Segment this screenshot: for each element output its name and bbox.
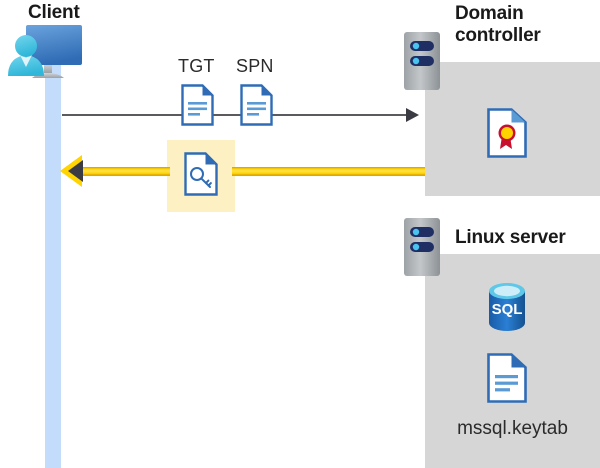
request-arrow-line — [62, 114, 414, 116]
certificate-icon — [487, 108, 527, 158]
response-arrow-segment-right — [232, 167, 425, 176]
document-key-icon — [184, 152, 218, 196]
tgt-label: TGT — [178, 56, 215, 76]
response-arrow-segment-left — [78, 167, 170, 176]
client-workstation-icon — [8, 24, 94, 86]
tgt-document-icon — [181, 84, 214, 126]
domain-controller-title: Domain controller — [455, 3, 541, 47]
sql-database-icon: SQL — [486, 281, 528, 333]
domain-controller-server-icon — [404, 32, 440, 90]
spn-document-icon — [240, 84, 273, 126]
keytab-file-icon — [487, 353, 527, 403]
client-lifeline — [45, 62, 61, 468]
linux-server-server-icon — [404, 218, 440, 276]
keytab-file-label: mssql.keytab — [457, 418, 568, 439]
client-label: Client — [28, 2, 80, 23]
sql-database-label: SQL — [492, 301, 523, 318]
linux-server-title: Linux server — [455, 227, 566, 248]
response-arrow-head — [68, 160, 83, 182]
request-arrow-head — [406, 108, 419, 122]
spn-label: SPN — [236, 56, 274, 76]
